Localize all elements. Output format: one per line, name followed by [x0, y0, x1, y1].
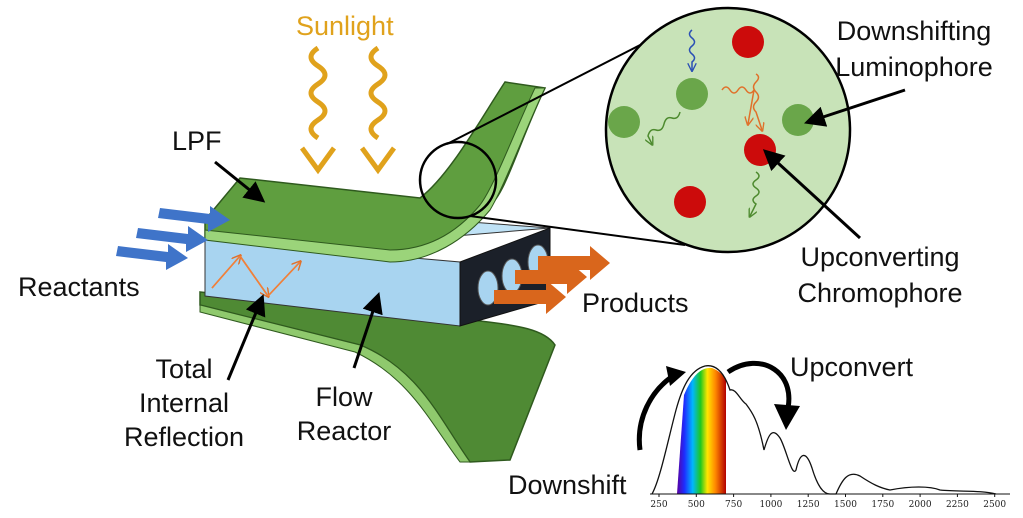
upconverting-chromophore-label-line2: Chromophore	[797, 278, 962, 308]
zoom-line-top	[446, 39, 651, 145]
downshift-arrowhead-start	[666, 366, 686, 386]
spectrum-tick-label: 1750	[871, 500, 894, 510]
lpf-top-edge	[204, 87, 546, 263]
tir-ray-arrow-1	[211, 256, 240, 289]
reactor-channel-1	[477, 270, 499, 306]
flow-reactor-label-line2: Reactor	[297, 416, 392, 446]
spectrum-curve	[651, 365, 997, 495]
flow-pointer-arrow	[352, 292, 383, 369]
spectrum-tick-label: 2500	[983, 500, 1006, 510]
photon-green-2	[750, 171, 760, 216]
downshift-curved-arrow	[636, 371, 678, 451]
spectrum-tick-label: 1500	[834, 500, 857, 510]
chromophore-3	[674, 186, 706, 218]
product-arrow-2	[515, 260, 587, 294]
spectrum-tick-label: 2000	[909, 500, 932, 510]
chromophore-1	[732, 26, 764, 58]
downshifting-luminophore-label-line1: Downshifting	[837, 16, 992, 46]
tir-pointer-arrow	[226, 294, 266, 381]
chromophore-2	[744, 134, 776, 166]
solar-spectrum: 250 500 750 1000 1250 1500 1750 2000 2250 2500	[636, 360, 1010, 510]
zoom-detail-circle	[604, 6, 852, 254]
spectrum-tick-label: 1250	[797, 500, 820, 510]
spectrum-tick-label: 500	[688, 500, 705, 510]
sunlight-label: Sunlight	[296, 11, 394, 41]
spectrum-tick-label: 1000	[759, 500, 782, 510]
tir-ray-arrow-3	[267, 262, 300, 297]
reactant-arrow-2	[136, 226, 208, 252]
visible-band	[677, 367, 726, 494]
zoom-line-bottom	[469, 215, 686, 246]
luminophore-3	[782, 104, 814, 136]
product-arrow-1	[538, 246, 610, 280]
lpf-bottom-edge	[199, 292, 471, 463]
reactants-label: Reactants	[18, 272, 140, 302]
reactant-arrow-1	[158, 206, 230, 232]
sunlight-wave-1	[308, 45, 328, 141]
photon-blue	[690, 29, 695, 70]
spectrum-tick-label: 2250	[946, 500, 969, 510]
spectrum-tick-label: 750	[725, 500, 742, 510]
luminophore-1	[676, 78, 708, 110]
photon-green-1	[648, 111, 681, 144]
reactant-arrow-3	[116, 244, 188, 270]
photon-orange-1	[721, 86, 755, 124]
flow-reactor-label-line1: Flow	[315, 382, 373, 412]
upconvert-arrowhead	[774, 404, 800, 430]
upconvert-label: Upconvert	[790, 352, 914, 382]
tir-label-line1: Total	[155, 354, 212, 384]
products-label: Products	[582, 288, 689, 318]
lpf-pointer-arrow	[214, 160, 266, 203]
tir-label-line3: Reflection	[124, 422, 244, 452]
upconverting-chromophore-label-line1: Upconverting	[800, 242, 959, 272]
sunlight-arrowhead-1	[299, 146, 337, 175]
sunlight-arrowhead-2	[359, 146, 397, 175]
photon-orange-2	[752, 73, 763, 130]
sunlight-wave-2	[368, 45, 388, 141]
lpf-label: LPF	[172, 126, 222, 156]
tir-ray-arrow-2	[239, 255, 268, 296]
spectrum-axis-ticks: 250 500 750 1000 1250 1500 1750 2000 2250 2500	[650, 494, 1006, 510]
tir-label-line2: Internal	[139, 388, 229, 418]
downshift-label: Downshift	[508, 470, 627, 500]
product-arrow-3	[494, 280, 566, 314]
luminophore-pointer-arrow	[804, 88, 906, 127]
downshifting-luminophore-label-line2: Luminophore	[835, 52, 993, 82]
chromophore-pointer-arrow	[762, 149, 862, 240]
luminophore-2	[608, 106, 640, 138]
upconvert-curved-arrow	[726, 360, 792, 417]
spectrum-tick-label: 250	[650, 500, 667, 510]
zoom-source-circle	[418, 140, 498, 220]
